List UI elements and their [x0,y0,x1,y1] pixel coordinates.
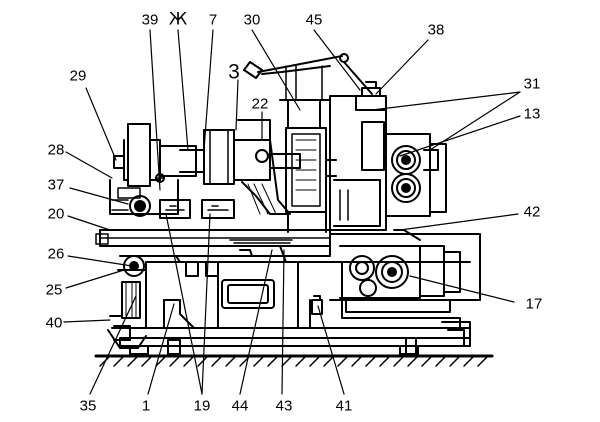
label-3: 3 [228,60,240,84]
label-43: 43 [275,397,293,415]
lamp-arm [243,53,373,101]
right-column [329,81,387,231]
label-30: 30 [243,11,261,29]
table-fixtures [159,199,235,219]
label-19: 19 [193,397,211,415]
cutter-assembly [237,99,337,233]
label-13: 13 [523,105,541,123]
label-38: 38 [427,21,445,39]
label-37: 37 [47,176,65,194]
leader-lines [63,29,521,395]
machine-base [111,261,471,355]
table-slide [95,229,331,263]
lower-gearbox [329,229,481,301]
floor [94,354,494,367]
label-7: 7 [208,11,218,29]
label-41: 41 [335,397,353,415]
label-25: 25 [45,281,63,299]
label-39: 39 [141,11,159,29]
label-42: 42 [523,203,541,221]
label-20: 20 [47,205,65,223]
label-17: 17 [525,295,543,313]
left-headstock [109,123,271,217]
label-45: 45 [305,11,323,29]
label-28: 28 [47,141,65,159]
upper-gearbox [385,133,447,217]
label-1: 1 [141,397,151,415]
left-motor [107,255,147,349]
label-35: 35 [79,397,97,415]
label-22: 22 [251,95,269,113]
label-zh: Ж [168,9,188,30]
label-44: 44 [231,397,249,415]
label-40: 40 [45,314,63,332]
label-31: 31 [523,75,541,93]
label-29: 29 [69,67,87,85]
pump [311,295,323,315]
label-26: 26 [47,245,65,263]
